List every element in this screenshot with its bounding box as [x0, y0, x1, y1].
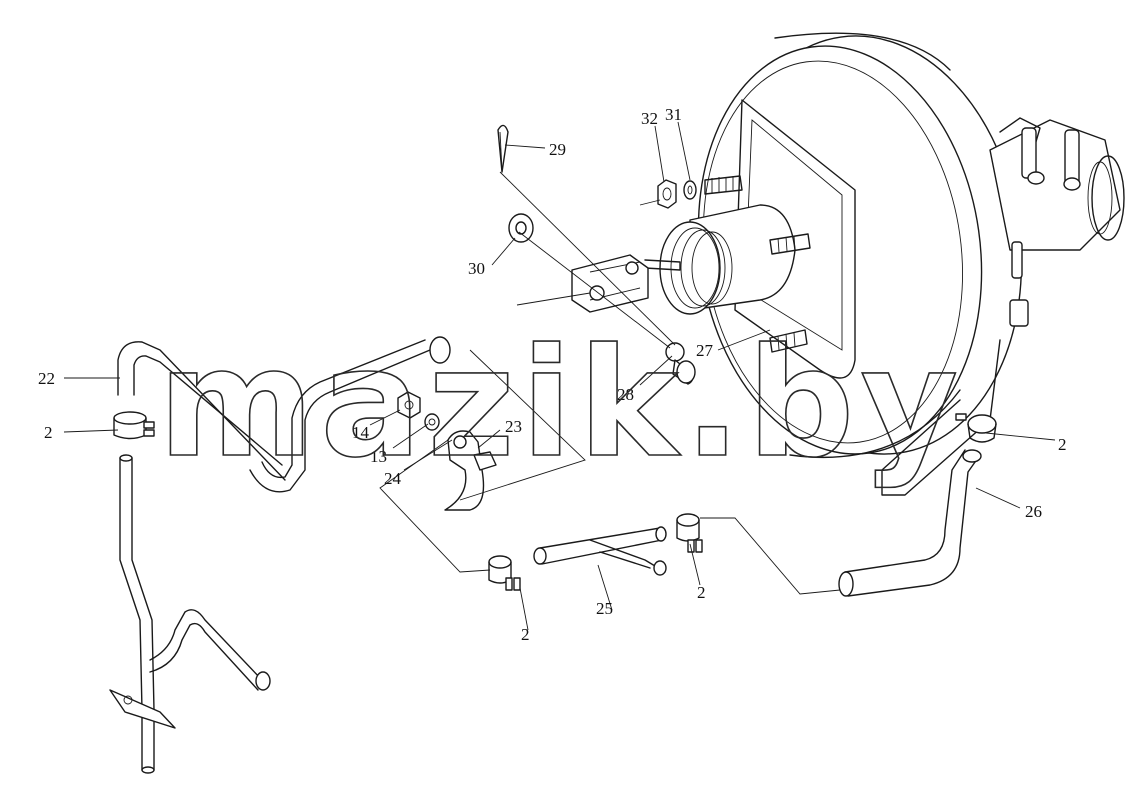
- callout-13: 13: [370, 447, 387, 466]
- callout-leaders: [63, 121, 1056, 631]
- callout-28: 28: [617, 385, 634, 404]
- washer-30: [508, 213, 534, 243]
- callout-23: 23: [505, 417, 522, 436]
- hose-clamp-2-tee-left: [488, 555, 521, 591]
- callout-2-left: 2: [44, 423, 53, 442]
- pin-28: [665, 342, 696, 385]
- clevis-fork: [571, 254, 649, 313]
- vacuum-booster: [644, 32, 1125, 496]
- callout-29: 29: [549, 140, 566, 159]
- hose-clamp-2-right: [955, 413, 997, 443]
- callout-24: 24: [384, 469, 402, 488]
- tee-fitting-25: [533, 526, 667, 576]
- callout-labels: 22 2 14 13 24 23 25 2 2 2 26 27 28 29 30…: [38, 105, 1067, 644]
- spring-washer-31: [683, 180, 697, 200]
- callout-26: 26: [1025, 502, 1042, 521]
- assembly-leaders: [379, 171, 841, 595]
- callout-2-right: 2: [1058, 435, 1067, 454]
- callout-22: 22: [38, 369, 55, 388]
- vacuum-hose-26: [838, 449, 982, 597]
- callout-30: 30: [468, 259, 485, 278]
- vacuum-pipe-left: [109, 454, 271, 774]
- callout-31: 31: [665, 105, 682, 124]
- hose-clamp-2-left: [113, 411, 155, 440]
- callout-27: 27: [696, 341, 714, 360]
- nut-14: [397, 391, 421, 419]
- watermark-text: mazik.by: [158, 317, 964, 491]
- callout-14: 14: [352, 423, 370, 442]
- cotter-pin-29: [497, 124, 509, 173]
- callout-2-tee-right: 2: [697, 583, 706, 602]
- vacuum-hose-22: [117, 336, 451, 493]
- callout-2-tee-left: 2: [521, 625, 530, 644]
- washer-13: [424, 413, 440, 431]
- bracket-23: [444, 430, 497, 511]
- callout-32: 32: [641, 109, 658, 128]
- hose-clamp-2-tee-right: [676, 513, 703, 553]
- nut-32: [657, 179, 677, 209]
- callout-25: 25: [596, 599, 613, 618]
